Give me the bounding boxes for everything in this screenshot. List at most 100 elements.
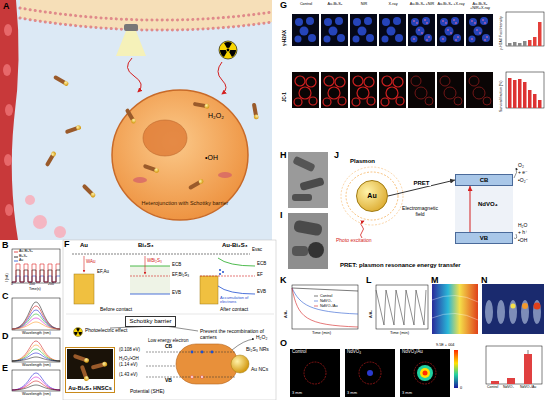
spectrum-chart xyxy=(12,377,60,390)
band-diagram xyxy=(79,365,89,382)
axis-label: Time (min) xyxy=(312,331,331,335)
degradation-chart xyxy=(292,288,358,314)
annotation: NdVO₄/Au xyxy=(320,304,338,308)
band-diagram xyxy=(211,351,214,354)
gold-particle: Au xyxy=(356,180,388,212)
panel-a-scene xyxy=(53,74,70,86)
photocurrent-chart xyxy=(12,249,60,283)
panel-a-scene xyxy=(218,62,226,94)
cell-staining xyxy=(528,90,532,108)
band-diagram xyxy=(72,254,250,255)
band-diagram xyxy=(200,276,218,304)
axis-label: γ-H2AX Foci Intensity xyxy=(500,16,504,50)
pret-scheme xyxy=(341,167,403,225)
ros-imaging xyxy=(420,368,430,378)
panel-a-scene xyxy=(4,154,12,166)
cell-staining xyxy=(513,80,517,108)
annotation: Plasmon xyxy=(350,158,375,165)
band-diagram xyxy=(200,276,255,277)
axis-label: Time(s) xyxy=(29,288,41,292)
cell-staining xyxy=(292,72,319,108)
band-diagram xyxy=(219,269,221,271)
thermal-image xyxy=(482,284,544,334)
band-diagram xyxy=(231,355,249,373)
annotation: After contact xyxy=(220,307,248,313)
photocurrent-chart xyxy=(12,249,60,283)
cell-staining xyxy=(508,78,512,108)
annotation: H₂O₂/•OH xyxy=(119,357,139,362)
annotation: Potential (SHE) xyxy=(130,389,164,395)
cell-staining xyxy=(533,94,537,108)
panel-a-scene xyxy=(4,24,12,36)
axis-label: Time (min) xyxy=(390,331,409,335)
spectrum-chart xyxy=(12,385,60,390)
panel-a-scene xyxy=(20,0,272,30)
annotation: PRET: plasmon resonance energy transfer xyxy=(340,262,461,269)
panel-a-scene xyxy=(112,90,248,220)
annotation: CB xyxy=(165,344,172,350)
band-diagram xyxy=(130,294,170,295)
annotation: NdVO₄/Au xyxy=(402,350,423,355)
band-diagram xyxy=(176,344,238,384)
spectrum-chart xyxy=(12,353,60,361)
column-header: Au-Bi₂S₃ +X-ray xyxy=(437,2,465,6)
spectrum-chart xyxy=(12,314,60,329)
band-diagram xyxy=(218,286,255,294)
axis-label: JC-1 xyxy=(283,92,288,102)
spectrum-chart xyxy=(12,357,60,361)
column-header: Au-Bi₂S₃ xyxy=(321,2,349,6)
cell-staining xyxy=(379,14,406,46)
band-diagram xyxy=(130,266,170,294)
panel-letter: E xyxy=(2,364,8,374)
thermal-image xyxy=(509,300,517,324)
tem-image xyxy=(292,194,312,201)
annotation: EVB xyxy=(172,291,181,296)
thermal-image xyxy=(511,304,516,309)
cell-staining xyxy=(513,42,517,46)
ros-imaging xyxy=(491,381,499,384)
annotation: Accumulation of electrons xyxy=(220,296,254,305)
spectrum-chart xyxy=(12,310,60,329)
column-header: Au-Bi₂S₃ +NIR+X-ray xyxy=(466,2,494,10)
band-diagram xyxy=(74,328,83,337)
spectrum-chart xyxy=(12,349,60,361)
annotation: Au NCs xyxy=(251,367,268,373)
annotation: NdVO₄ xyxy=(478,201,498,208)
annotation: ECB xyxy=(172,263,181,268)
tem-image xyxy=(308,242,324,258)
band-diagram xyxy=(222,271,224,273)
band-diagram xyxy=(219,273,221,275)
annotation: Control xyxy=(292,350,307,355)
thermal-image xyxy=(534,303,541,310)
spectrum-chart xyxy=(12,298,60,330)
tem-image xyxy=(299,177,324,191)
annotation: Photo excitation xyxy=(336,238,378,244)
thermal-image xyxy=(533,300,541,324)
cell-staining xyxy=(350,72,377,108)
ros-imaging xyxy=(454,350,458,388)
degradation-chart xyxy=(314,306,318,307)
annotation: H₂O₂ xyxy=(256,335,267,341)
axis-label: A/A₀ xyxy=(369,310,373,318)
cell-staining xyxy=(508,43,512,46)
legend-line xyxy=(14,261,18,262)
annotation: WAu xyxy=(86,260,96,265)
band-diagram xyxy=(201,376,204,379)
band-diagram xyxy=(130,266,170,267)
band-diagram xyxy=(66,314,274,315)
cell-staining xyxy=(528,40,532,46)
legend-line xyxy=(14,250,19,254)
annotation: NdVO₄ xyxy=(347,350,361,355)
annotation: EF,Au xyxy=(97,270,109,275)
band-diagram xyxy=(84,256,85,272)
tem-image xyxy=(292,246,308,256)
panel-letter: A xyxy=(3,2,10,12)
panel-a-scene xyxy=(5,104,13,116)
panel-letter: I xyxy=(280,211,283,221)
annotation: VB xyxy=(165,378,172,384)
panel-a-scene xyxy=(33,215,47,229)
band-diagram xyxy=(218,258,255,266)
spectrum-chart xyxy=(12,381,60,390)
band-diagram xyxy=(73,353,90,363)
ros-imaging xyxy=(345,349,395,397)
